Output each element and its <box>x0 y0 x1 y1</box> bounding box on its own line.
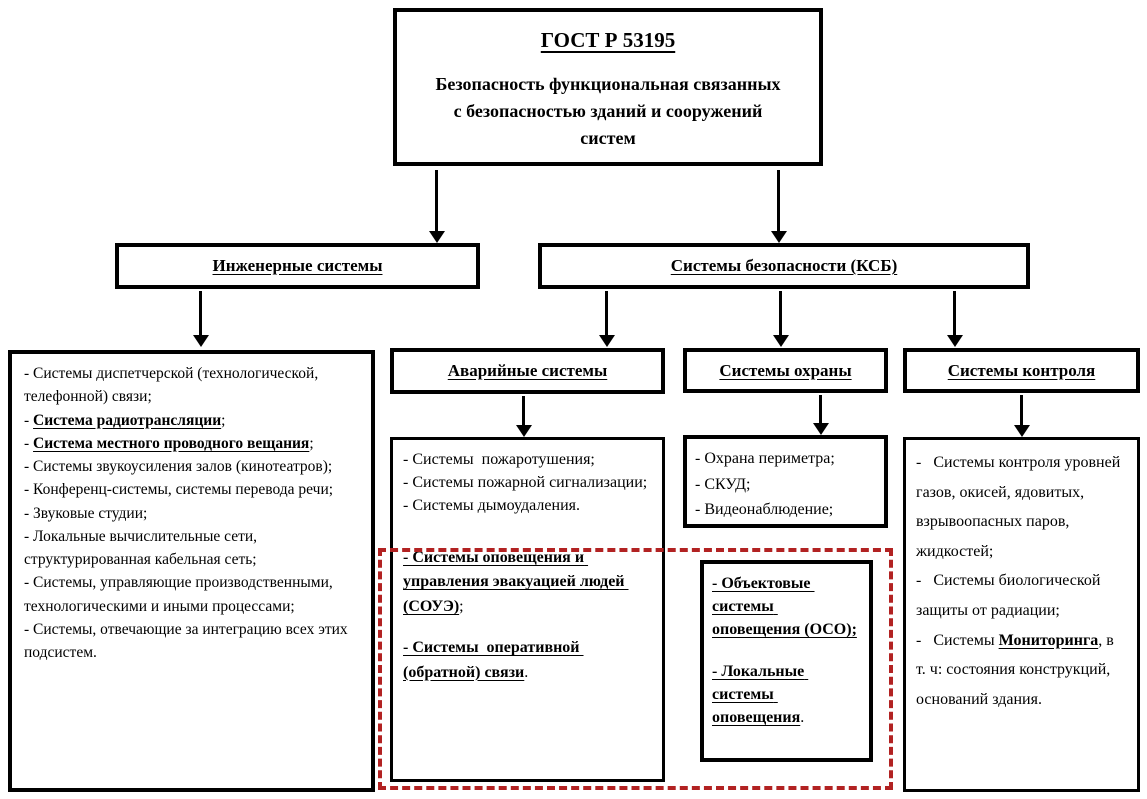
gost-standard-box: ГОСТ Р 53195 Безопасность функциональная… <box>393 8 823 166</box>
emergency-notification-section: - Системы оповещения и управления эвакуа… <box>403 546 652 686</box>
gost-subtitle: Безопасность функциональная связанных с … <box>435 74 781 148</box>
connector-arrow-security-to-emergency <box>605 291 608 336</box>
list-item: - Объектовые системы оповещения (ОСО); <box>712 572 861 642</box>
security-systems-label: Системы безопасности (КСБ) <box>670 256 898 275</box>
list-item: - Системы пожаротушения; <box>403 451 595 468</box>
connector-arrow-emergency-to-list <box>522 396 525 426</box>
list-item: - Системы пожарной сигнализации; <box>403 474 648 492</box>
item-tail: ; <box>309 434 314 452</box>
item-emphasis: - Объектовые системы оповещения (ОСО); <box>712 575 857 639</box>
list-item: - Системы контроля уровней газов, окисей… <box>916 454 1125 560</box>
item-emphasis: Мониторинга <box>998 631 1099 649</box>
item-tail: , в т. ч: состояния конструкций, основан… <box>916 631 1118 708</box>
list-item: - Системы, отвечающие за интеграцию всех… <box>24 620 352 661</box>
gost-title: ГОСТ Р 53195 <box>540 28 676 52</box>
list-item: - Системы дымоудаления. <box>403 497 580 515</box>
item-tail: . <box>800 708 805 726</box>
list-item: - Конференц-системы, системы перевода ре… <box>24 481 334 499</box>
engineering-systems-list: - Системы диспетчерской (технологической… <box>8 350 375 792</box>
item-tail: . <box>524 663 529 681</box>
list-item: - Охрана периметра; <box>695 450 835 467</box>
connector-arrow-security-to-guard <box>779 291 782 336</box>
engineering-systems-box: Инженерные системы <box>115 243 480 289</box>
list-item: - Локальные вычислительные сети, структу… <box>24 527 261 568</box>
list-item: - Видеонаблюдение; <box>695 501 834 519</box>
item-tail: ; <box>459 598 464 616</box>
item-emphasis: Система радиотрансляции <box>33 411 222 429</box>
control-systems-header: Системы контроля <box>903 348 1140 393</box>
list-item: - Системы оповещения и управления эвакуа… <box>403 546 652 620</box>
item-emphasis: - Локальные системы оповещения <box>712 662 809 726</box>
item-emphasis: Система местного проводного вещания <box>33 434 310 452</box>
control-systems-list: - Системы контроля уровней газов, окисей… <box>903 437 1140 792</box>
list-item: - Системы оперативной (обратной) связи. <box>403 636 652 686</box>
connector-arrow-control-to-list <box>1020 395 1023 426</box>
list-item: - Системы, управляющие производственными… <box>24 574 337 615</box>
emergency-systems-list: - Системы пожаротушения; - Системы пожар… <box>390 437 665 782</box>
list-item: - Системы диспетчерской (технологической… <box>24 365 323 406</box>
list-item: - Системы Мониторинга, в т. ч: состояния… <box>916 626 1127 715</box>
control-systems-label: Системы контроля <box>947 360 1096 380</box>
item-dash: - Системы <box>916 631 999 649</box>
guard-systems-list: - Охрана периметра; - СКУД; - Видеонаблю… <box>683 435 888 528</box>
item-dash: - <box>24 434 34 452</box>
connector-arrow-security-to-control <box>953 291 956 336</box>
list-item: - Системы звукоусиления залов (кинотеатр… <box>24 458 333 475</box>
list-item: - СКУД; <box>695 475 751 493</box>
item-dash: - <box>24 411 34 429</box>
connector-arrow-top-to-security <box>777 170 780 232</box>
list-item: - Системы биологической защиты от радиац… <box>916 572 1105 619</box>
engineering-systems-label: Инженерные системы <box>212 256 383 275</box>
guard-systems-label: Системы охраны <box>719 360 852 380</box>
item-emphasis: - Системы оповещения и управления эвакуа… <box>403 548 629 616</box>
list-item: - Система местного проводного вещания; <box>24 432 359 455</box>
emergency-systems-label: Аварийные системы <box>447 361 608 380</box>
connector-arrow-engineering-to-list <box>199 291 202 336</box>
item-emphasis: - Системы оперативной (обратной) связи <box>403 638 584 681</box>
item-tail: ; <box>221 411 226 429</box>
guard-systems-header: Системы охраны <box>683 348 888 393</box>
oso-notification-box: - Объектовые системы оповещения (ОСО); -… <box>700 560 873 762</box>
emergency-systems-header: Аварийные системы <box>390 348 665 394</box>
list-item: - Система радиотрансляции; <box>24 409 359 432</box>
connector-arrow-top-to-engineering <box>435 170 438 232</box>
list-item: - Звуковые студии; <box>24 504 148 522</box>
connector-arrow-guard-to-list <box>819 395 822 424</box>
emergency-top-section: - Системы пожаротушения; - Системы пожар… <box>403 448 652 518</box>
list-item: - Локальные системы оповещения. <box>712 660 861 730</box>
security-systems-box: Системы безопасности (КСБ) <box>538 243 1030 289</box>
